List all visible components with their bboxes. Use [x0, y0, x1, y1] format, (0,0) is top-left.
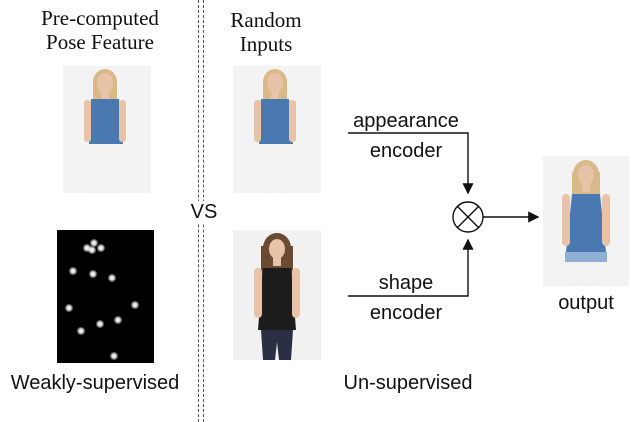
- right-column-title: Random Inputs: [230, 8, 302, 57]
- pose-heatmap-image: [57, 230, 154, 363]
- random-shape-photo: [233, 230, 321, 360]
- appearance-encoder-label: appearance encoder: [353, 110, 459, 162]
- left-appearance-photo: [63, 66, 151, 193]
- output-photo: [543, 156, 629, 286]
- shape-arrow: [348, 238, 474, 297]
- shape-encoder-label: shape encoder: [369, 272, 443, 324]
- vs-label: VS: [189, 201, 219, 224]
- left-column-title: Pre-computed Pose Feature: [41, 6, 159, 55]
- appearance-arrow: [348, 132, 474, 195]
- output-label: output: [558, 292, 614, 314]
- random-appearance-photo: [233, 66, 321, 193]
- weakly-supervised-caption: Weakly-supervised: [10, 372, 180, 394]
- unsupervised-caption: Un-supervised: [343, 372, 473, 394]
